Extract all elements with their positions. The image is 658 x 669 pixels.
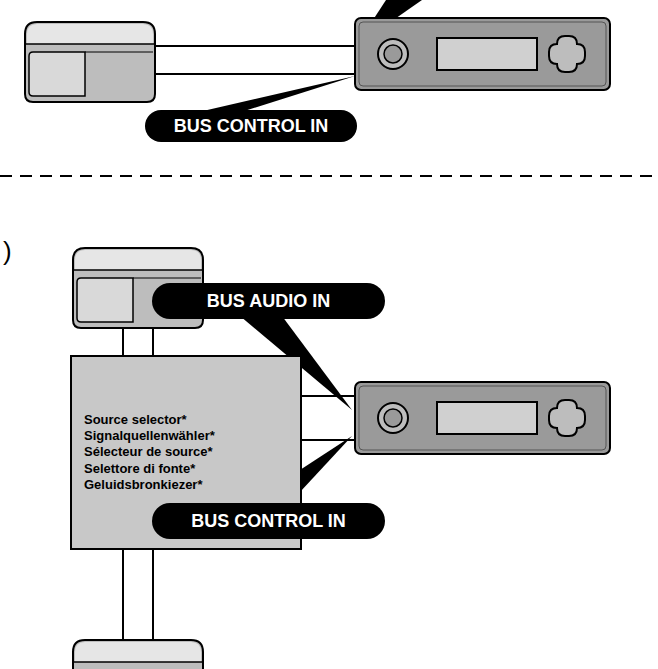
leader-spike xyxy=(190,76,355,114)
callout-number: ) xyxy=(3,236,12,267)
connector-label: BUS AUDIO IN xyxy=(152,283,385,319)
part-name: Selettore di fonte* xyxy=(84,461,288,477)
head-unit xyxy=(355,18,610,90)
part-name: Sélecteur de source* xyxy=(84,444,288,460)
signal-name: BUS AUDIO IN xyxy=(207,291,330,312)
signal-name: BUS CONTROL IN xyxy=(191,511,346,532)
part-name: Signalquellenwähler* xyxy=(84,428,288,444)
cable xyxy=(150,46,357,74)
cd-changer xyxy=(25,22,155,102)
part-name: Geluidsbronkiezer* xyxy=(84,477,288,493)
cd-changer xyxy=(73,640,203,669)
divider xyxy=(0,175,658,177)
head-unit xyxy=(355,382,610,454)
part-name: Source selector* xyxy=(84,412,288,428)
connector-label: BUS CONTROL IN xyxy=(152,503,385,539)
connector-label: BUS CONTROL IN xyxy=(145,110,357,142)
cable xyxy=(295,396,357,440)
signal-name: BUS CONTROL IN xyxy=(174,116,329,137)
cable xyxy=(123,545,153,645)
